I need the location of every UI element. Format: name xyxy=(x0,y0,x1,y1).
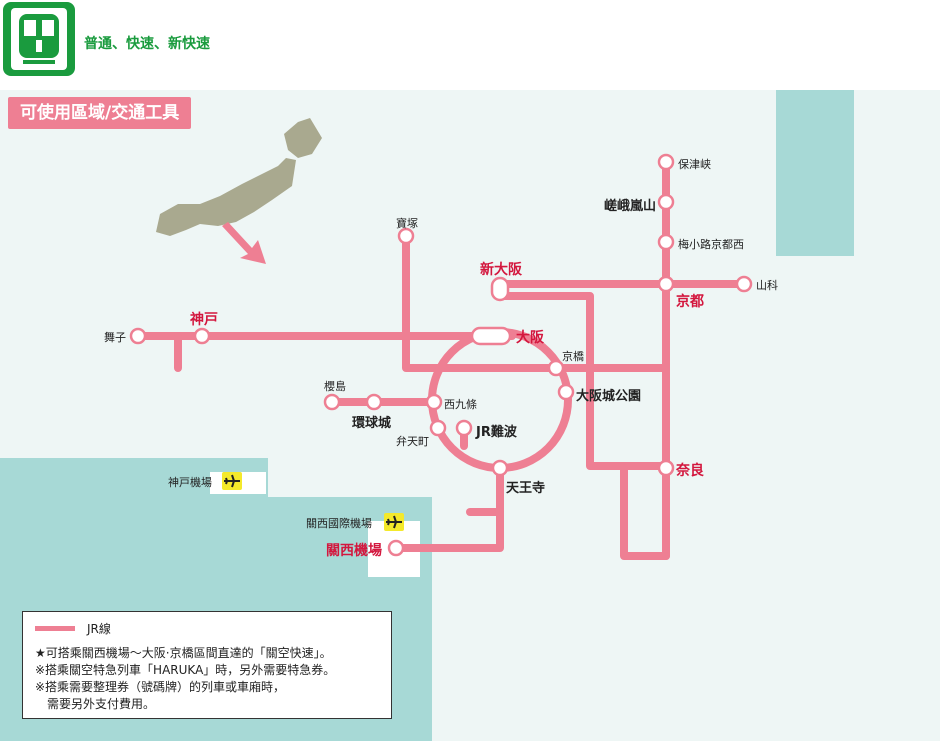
station-marker-shinosaka[interactable] xyxy=(490,276,510,302)
airplane-icon xyxy=(384,513,404,531)
station-marker-kansai-airport[interactable] xyxy=(387,539,405,557)
train-icon xyxy=(3,2,75,76)
legend-note-3: ※搭乘需要整理券（號碼牌）的列車或車廂時， xyxy=(35,680,286,694)
station-marker-yamashina[interactable] xyxy=(735,275,753,293)
section-title: 可使用區域/交通工具 xyxy=(8,97,192,129)
station-marker-umekoji[interactable] xyxy=(657,233,675,251)
line-osaka-higashi xyxy=(496,292,672,470)
line-nara-loop xyxy=(620,464,670,560)
legend-jr-line-swatch xyxy=(35,626,75,631)
line-takarazuka xyxy=(402,232,668,372)
station-marker-saga[interactable] xyxy=(657,193,675,211)
header: 普通、快速、新快速 xyxy=(0,0,940,90)
label-sagaarashiyama: 嵯峨嵐山 xyxy=(604,199,657,214)
station-marker-kobe[interactable] xyxy=(193,327,211,345)
station-marker-osaka[interactable] xyxy=(470,326,512,346)
station-marker-maiko[interactable] xyxy=(129,327,147,345)
label-kobe-airport: 神戸機場 xyxy=(168,476,212,489)
label-nishikujo: 西九條 xyxy=(444,398,477,411)
label-takarazuka: 寶塚 xyxy=(396,217,418,230)
station-marker-bentencho[interactable] xyxy=(429,419,447,437)
label-jrnamba: JR難波 xyxy=(476,425,517,440)
label-universal: 環球城 xyxy=(352,416,392,431)
legend-note-1: ★可搭乘關西機場～大阪·京橋區間直達的「關空快速」。 xyxy=(35,646,332,660)
station-marker-osakajokoen[interactable] xyxy=(557,383,575,401)
label-sakurajima: 櫻島 xyxy=(324,380,346,393)
label-hozukyo: 保津峡 xyxy=(678,158,711,171)
label-umekoji: 梅小路京都西 xyxy=(678,238,744,251)
label-shinosaka: 新大阪 xyxy=(480,262,522,278)
station-markers xyxy=(129,153,753,557)
station-marker-nishikujo[interactable] xyxy=(425,393,443,411)
label-kyobashi: 京橋 xyxy=(562,350,584,363)
legend: JR線 ★可搭乘關西機場～大阪·京橋區間直達的「關空快速」。 ※搭乘關空特急列車… xyxy=(22,611,392,719)
station-marker-kyoto[interactable] xyxy=(657,275,675,293)
legend-note-2: ※搭乘關空特急列車「HARUKA」時，另外需要特急券。 xyxy=(35,663,336,677)
station-marker-universal[interactable] xyxy=(365,393,383,411)
legend-note-4: 需要另外支付費用。 xyxy=(35,697,156,711)
label-tennoji: 天王寺 xyxy=(506,481,546,496)
station-marker-sakurajima[interactable] xyxy=(323,393,341,411)
station-marker-jrnamba[interactable] xyxy=(455,419,473,437)
label-bentencho: 弁天町 xyxy=(396,435,429,448)
label-kansai-intl-airport: 關西國際機場 xyxy=(306,517,372,530)
airplane-icon xyxy=(222,472,242,490)
japan-map-icon xyxy=(156,118,322,236)
station-marker-kyobashi[interactable] xyxy=(547,359,565,377)
train-types-label: 普通、快速、新快速 xyxy=(84,36,210,52)
line-hanwa-kansai xyxy=(392,464,504,552)
label-kobe: 神戸 xyxy=(190,312,218,328)
station-marker-hozukyo[interactable] xyxy=(657,153,675,171)
station-marker-nara[interactable] xyxy=(657,459,675,477)
label-nara: 奈良 xyxy=(676,463,704,479)
legend-jr-label: JR線 xyxy=(87,622,111,636)
sea-kyoto xyxy=(776,90,854,256)
label-yamashina: 山科 xyxy=(756,279,778,292)
station-marker-tennoji[interactable] xyxy=(491,459,509,477)
arrow-icon xyxy=(222,222,266,264)
station-marker-takarazuka[interactable] xyxy=(397,227,415,245)
label-kyoto: 京都 xyxy=(676,294,704,310)
label-kansai-airport: 關西機場 xyxy=(326,543,382,559)
label-osaka: 大阪 xyxy=(516,330,544,346)
label-osakajokoen: 大阪城公園 xyxy=(576,389,642,404)
label-maiko: 舞子 xyxy=(104,331,126,344)
